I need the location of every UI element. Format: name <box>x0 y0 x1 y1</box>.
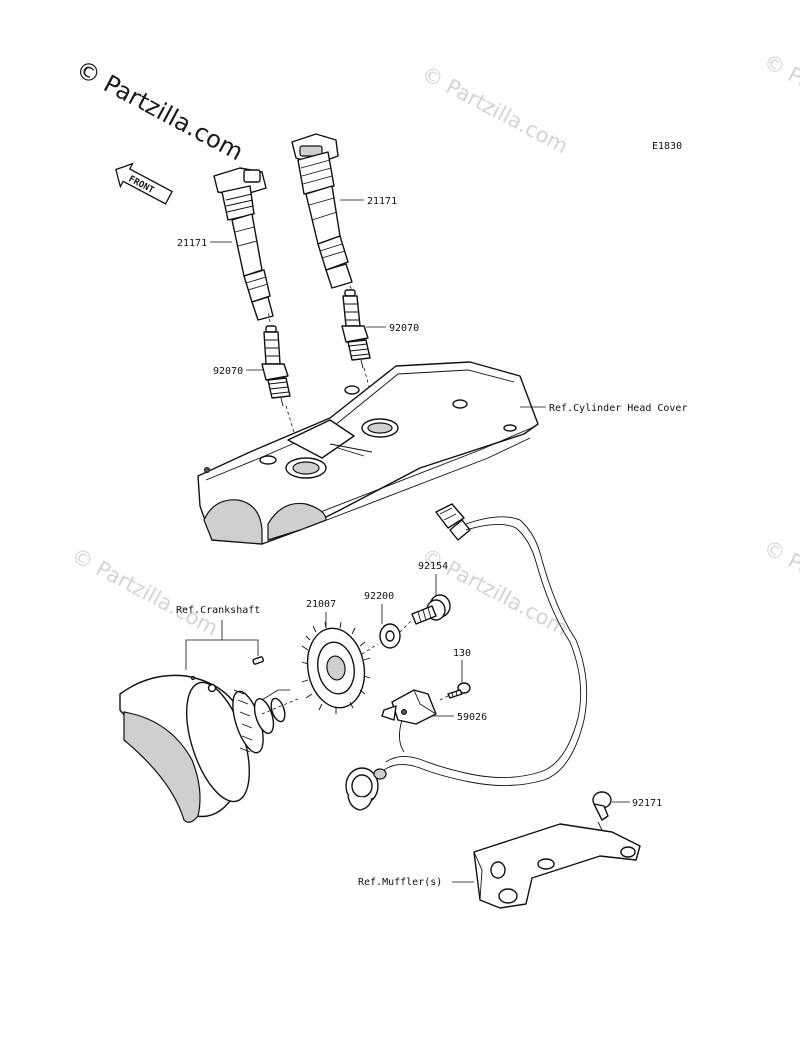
screw <box>447 682 471 699</box>
wiring-harness <box>383 503 588 787</box>
bolt <box>411 594 451 625</box>
label-washer: 92200 <box>364 591 394 602</box>
timing-rotor <box>301 621 371 714</box>
cylinder-head-cover <box>197 361 539 545</box>
spark-plug-left <box>261 325 291 407</box>
label-cylinder-head-cover: Ref.Cylinder Head Cover <box>549 403 687 414</box>
label-bolt: 92154 <box>418 561 448 572</box>
front-arrow-icon: FRONT <box>115 162 174 205</box>
label-rotor: 21007 <box>306 599 336 610</box>
diagram-code: E1830 <box>652 141 682 152</box>
muffler-bracket <box>473 823 641 909</box>
ignition-coil-left <box>213 167 274 321</box>
spark-plug-right <box>341 289 371 369</box>
label-muffler: Ref.Muffler(s) <box>358 877 442 888</box>
watermark-main: © Partzilla.com <box>71 55 248 167</box>
label-sensor: 59026 <box>457 712 487 723</box>
ignition-coil-right <box>291 133 353 289</box>
label-screw: 130 <box>453 648 471 659</box>
label-plug-left: 92070 <box>213 366 243 377</box>
clamp <box>592 791 612 831</box>
label-crankshaft: Ref.Crankshaft <box>176 605 260 616</box>
grommet <box>345 767 387 811</box>
washer <box>379 623 401 649</box>
label-coil-right: 21171 <box>367 196 397 207</box>
watermark-faint-5: © Partzilla.com <box>760 535 800 632</box>
watermark-faint-3: © Partzilla.com <box>68 543 222 640</box>
watermark-faint-2: © Partzilla.com <box>760 49 800 146</box>
watermark-faint-4: © Partzilla.com <box>418 543 572 640</box>
crankshaft-sensor <box>381 689 437 725</box>
label-plug-right: 92070 <box>389 323 419 334</box>
watermark-faint-1: © Partzilla.com <box>418 61 572 158</box>
label-clamp: 92171 <box>632 798 662 809</box>
crankshaft-flywheel <box>119 656 286 823</box>
label-coil-left: 21171 <box>177 238 207 249</box>
